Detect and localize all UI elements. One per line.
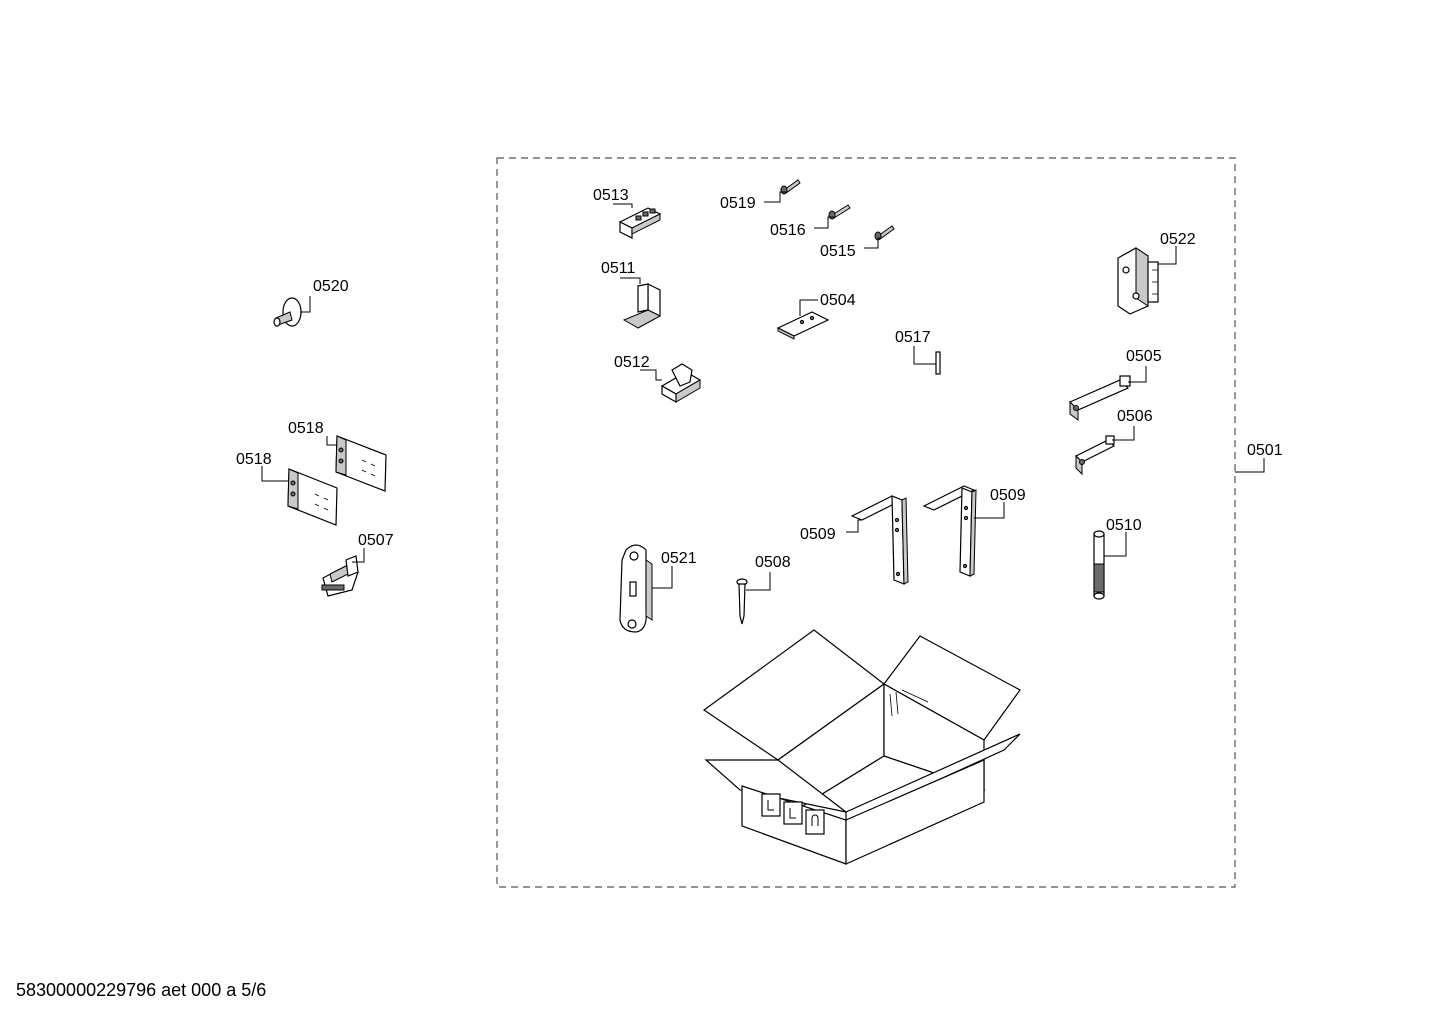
leader-0501 (1235, 458, 1265, 473)
part-0507-latch[interactable] (321, 548, 365, 597)
part-0513-clip[interactable] (613, 203, 662, 239)
label-0511: 0511 (601, 260, 636, 277)
part-0510-threaded-rod[interactable] (1093, 530, 1127, 600)
assembly-group-frame (496, 157, 1236, 888)
part-0512-block[interactable] (640, 363, 702, 404)
label-0507: 0507 (358, 532, 394, 549)
label-0519: 0519 (720, 195, 756, 212)
label-0520: 0520 (313, 278, 349, 295)
label-0504: 0504 (820, 292, 856, 309)
label-0505: 0505 (1126, 348, 1162, 365)
label-0515: 0515 (820, 243, 856, 260)
part-0518-plate-lower[interactable] (261, 466, 338, 526)
part-0511-angle-bracket[interactable] (620, 277, 662, 329)
part-0505-bracket[interactable] (1068, 366, 1147, 421)
part-0516-screw[interactable] (814, 204, 851, 229)
label-0521: 0521 (661, 550, 697, 567)
part-0515-screw[interactable] (864, 225, 895, 249)
label-0518-lower: 0518 (236, 451, 272, 468)
part-0521-strap-bracket[interactable] (619, 544, 673, 633)
part-0517-pin[interactable] (913, 346, 941, 375)
document-footer-id: 58300000229796 aet 000 a 5/6 (16, 980, 267, 1000)
part-0504-plate[interactable] (776, 299, 830, 340)
part-0522-hinge[interactable] (1117, 246, 1177, 315)
part-0519-screw[interactable] (764, 179, 801, 203)
label-0513: 0513 (593, 187, 629, 204)
part-0508-nail[interactable] (736, 572, 771, 625)
part-0509-l-bracket-right[interactable] (922, 485, 1005, 577)
label-0509-left: 0509 (800, 526, 836, 543)
label-0517: 0517 (895, 329, 931, 346)
label-0506: 0506 (1117, 408, 1153, 425)
part-0520-cap[interactable] (273, 296, 311, 327)
cardboard-box-illustration (702, 629, 1021, 865)
part-0509-l-bracket-left[interactable] (846, 495, 909, 585)
label-0508: 0508 (755, 554, 791, 571)
label-0522: 0522 (1160, 231, 1196, 248)
label-0516: 0516 (770, 222, 806, 239)
label-0509-right: 0509 (990, 487, 1026, 504)
label-0501: 0501 (1247, 442, 1283, 459)
part-0506-bracket[interactable] (1074, 426, 1135, 476)
part-0518-plate-upper[interactable] (326, 435, 387, 492)
label-0512: 0512 (614, 354, 650, 371)
label-0510: 0510 (1106, 517, 1142, 534)
label-0518-upper: 0518 (288, 420, 324, 437)
